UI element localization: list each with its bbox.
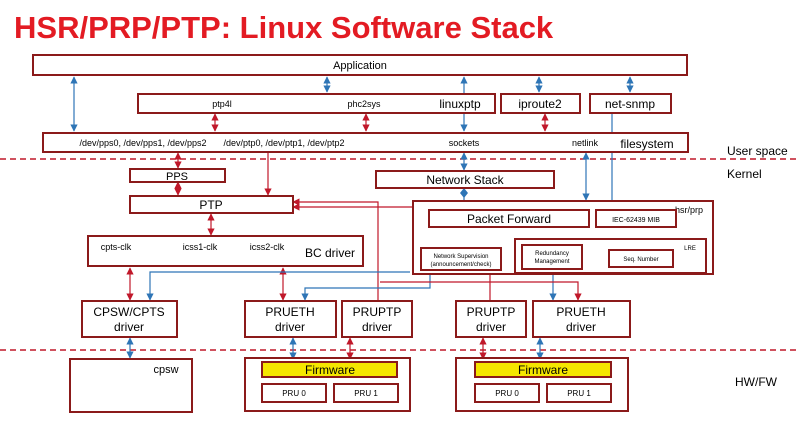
ptp-devices-label: /dev/ptp0, /dev/ptp1, /dev/ptp2 — [223, 138, 344, 148]
phc2sys-label: phc2sys — [347, 99, 381, 109]
icss1-clk-label: icss1-clk — [183, 242, 218, 252]
pru1-left-box — [333, 383, 399, 403]
pruptp-right-driver-label: driver — [476, 320, 506, 334]
pruptp-driver-right-box — [455, 300, 527, 338]
pps-label: PPS — [166, 171, 188, 183]
pps-devices-label: /dev/pps0, /dev/pps1, /dev/pps2 — [79, 138, 206, 148]
pruptp-driver-left-box — [341, 300, 413, 338]
pru0-right-label: PRU 0 — [495, 389, 519, 398]
redundancy-management-box — [521, 244, 583, 270]
pru1-right-label: PRU 1 — [567, 389, 591, 398]
seq-number-box — [608, 249, 674, 268]
network-supervision-sub: (announcement/check) — [430, 262, 491, 268]
pruptp-right-label: PRUPTP — [467, 305, 516, 319]
netlink-label: netlink — [572, 138, 599, 148]
network-supervision-box — [420, 247, 502, 271]
packet-forward-box — [428, 209, 590, 228]
prueth-left-driver-label: driver — [275, 320, 305, 334]
linuxptp-label: linuxptp — [439, 97, 481, 111]
bc-driver-box — [87, 235, 364, 267]
cpsw-hw-box — [69, 358, 193, 413]
cpts-clk-label: cpts-clk — [101, 242, 132, 252]
sockets-label: sockets — [449, 138, 480, 148]
pruptp-left-driver-label: driver — [362, 320, 392, 334]
redundancy-label: Redundancy — [535, 251, 569, 257]
firmware-left-box — [261, 361, 398, 378]
lre-label: LRE — [684, 246, 696, 252]
application-box — [32, 54, 688, 76]
application-label: Application — [333, 60, 387, 72]
pru0-right-box — [474, 383, 540, 403]
arrow-hsr-prueth-left — [301, 272, 431, 301]
prueth-right-driver-label: driver — [566, 320, 596, 334]
iproute2-label: iproute2 — [518, 97, 562, 111]
management-label: Management — [534, 259, 569, 265]
firmware-left-label: Firmware — [305, 363, 355, 377]
net-snmp-box — [589, 93, 672, 114]
pruptp-left-label: PRUPTP — [353, 305, 402, 319]
seq-number-label: Seq. Number — [623, 257, 658, 263]
pps-box — [129, 168, 226, 183]
network-stack-box — [375, 170, 555, 189]
pru0-left-label: PRU 0 — [282, 389, 306, 398]
arrow-bc-prueth-right — [380, 281, 582, 301]
pru1-left-label: PRU 1 — [354, 389, 378, 398]
prueth-driver-right-box — [532, 300, 631, 338]
network-supervision-label: Network Supervision — [433, 254, 488, 260]
cpsw-hw-label: cpsw — [153, 364, 178, 376]
firmware-right-label: Firmware — [518, 363, 568, 377]
linuxptp-box — [137, 93, 496, 114]
icss2-clk-label: icss2-clk — [250, 242, 285, 252]
iec-mib-box — [595, 209, 677, 228]
ptp4l-label: ptp4l — [212, 99, 232, 109]
network-stack-label: Network Stack — [426, 173, 504, 187]
prueth-left-label: PRUETH — [265, 305, 314, 319]
layer-label-user-space: User space — [727, 144, 788, 158]
filesystem-box — [42, 132, 689, 153]
cpsw-cpts-driver-label: driver — [114, 320, 144, 334]
hsr-prp-label: hsr/prp — [675, 205, 703, 215]
diamond-connector — [460, 188, 468, 198]
cpsw-cpts-driver-box — [81, 300, 178, 338]
filesystem-label: filesystem — [620, 137, 673, 151]
bc-driver-label: BC driver — [305, 246, 355, 260]
iproute2-box — [500, 93, 581, 114]
page-title: HSR/PRP/PTP: Linux Software Stack — [14, 10, 554, 45]
arrow-ptp-pruptp-left — [292, 198, 379, 300]
pru0-left-box — [261, 383, 327, 403]
layer-label-kernel: Kernel — [727, 167, 762, 181]
ptp-box — [129, 195, 294, 214]
prueth-right-label: PRUETH — [556, 305, 605, 319]
layer-label-hw-fw: HW/FW — [735, 375, 778, 389]
packet-forward-label: Packet Forward — [467, 212, 551, 226]
cpsw-cpts-label: CPSW/CPTS — [93, 305, 164, 319]
arrow-netstack-cpsw-bus — [149, 271, 410, 283]
net-snmp-label: net-snmp — [605, 97, 655, 111]
firmware-right-box — [474, 361, 612, 378]
prueth-driver-left-box — [244, 300, 337, 338]
pru1-right-box — [546, 383, 612, 403]
iec-mib-label: IEC-62439 MIB — [612, 217, 660, 224]
ptp-label: PTP — [199, 198, 222, 212]
